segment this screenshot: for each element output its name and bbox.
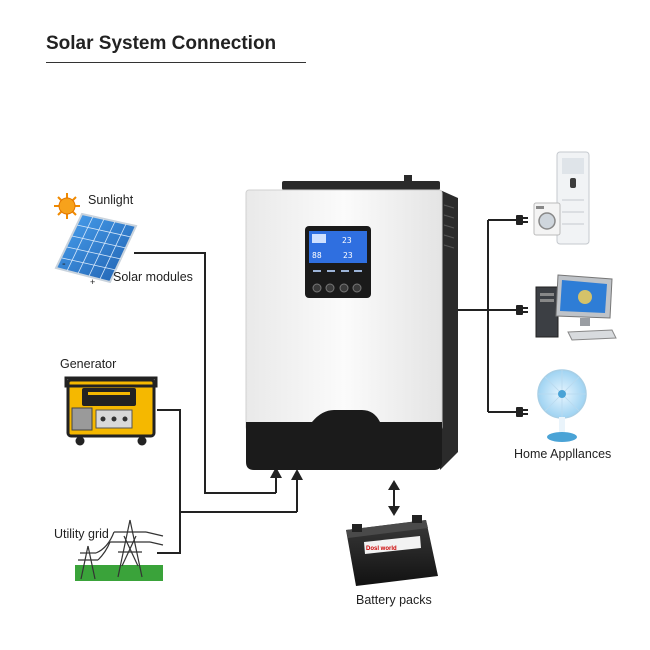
battery-packs-label: Battery packs xyxy=(356,593,432,607)
home-appliances-label: Home Appllances xyxy=(514,447,612,461)
computer-icon xyxy=(535,274,617,341)
battery-icon: Dosl world xyxy=(346,515,438,586)
washing-machine-icon xyxy=(533,202,561,236)
sun-icon xyxy=(54,193,80,219)
svg-text:23: 23 xyxy=(343,251,353,260)
utility-grid-label: Utility grid xyxy=(54,527,109,541)
arrow-up-icon xyxy=(291,469,303,512)
solar-modules-label: Solar modules xyxy=(113,270,193,284)
panel-plus-label: + xyxy=(90,277,96,287)
inverter-icon: 23 88 23 xyxy=(245,175,458,470)
wire-generator xyxy=(157,409,181,554)
wire-solar xyxy=(134,252,276,494)
sunlight-label: Sunlight xyxy=(88,193,134,207)
plug-icon xyxy=(516,215,528,225)
wiring xyxy=(134,219,518,554)
svg-text:23: 23 xyxy=(342,236,352,245)
title-underline xyxy=(46,62,306,63)
plug-icon xyxy=(516,305,528,315)
generator-label: Generator xyxy=(60,357,117,371)
air-conditioner-icon xyxy=(556,151,590,245)
power-tower-icon xyxy=(75,519,164,581)
generator-icon xyxy=(64,376,158,446)
page-title: Solar System Connection xyxy=(46,33,277,54)
double-arrow-icon xyxy=(388,480,400,516)
plug-icon xyxy=(516,407,528,417)
arrow-up-icon xyxy=(270,467,282,493)
panel-minus-label: - xyxy=(62,258,66,270)
battery-brand-text: Dosl world xyxy=(366,546,397,552)
fan-icon xyxy=(537,369,587,442)
svg-text:88: 88 xyxy=(312,251,322,260)
solar-panel-icon xyxy=(54,212,138,284)
